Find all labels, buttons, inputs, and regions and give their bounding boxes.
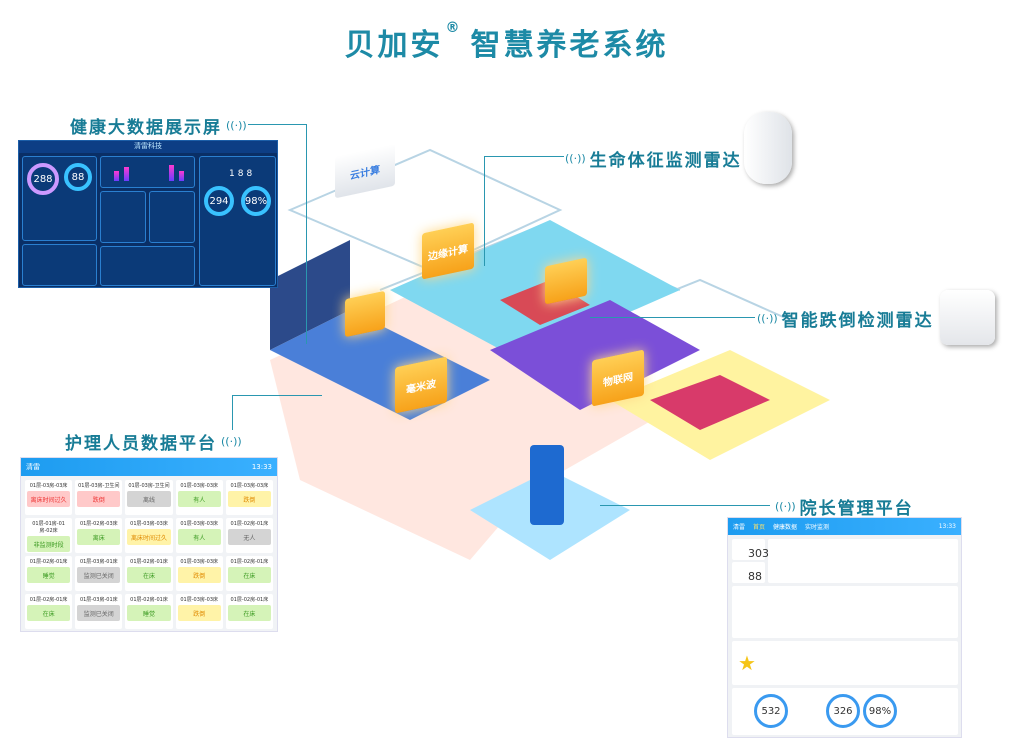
label-nurse-platform: 护理人员数据平台((·)) [65, 434, 242, 454]
clock: 13:33 [251, 463, 272, 471]
bed-status: 在床 [227, 567, 271, 583]
bed-location: 01层-02房-01床 [29, 597, 68, 603]
bed-location: 01层-01房-01房-02床 [32, 521, 65, 534]
stat-ring: 88 [64, 163, 92, 191]
bed-card[interactable]: 01层-03房-03床有人 [175, 518, 223, 553]
label-fall-radar: ((·))智能跌倒检测雷达 [757, 311, 934, 331]
dashboard-title: 清雷科技 [19, 141, 277, 153]
bed-card[interactable]: 01层-03房-卫生间离线 [125, 480, 173, 515]
bed-status: 跌倒 [177, 605, 221, 621]
bed-card[interactable]: 01层-02房-01床睡觉 [125, 594, 173, 629]
bed-status: 监测已关闭 [77, 605, 121, 621]
signal-icon: ((·)) [757, 312, 778, 325]
bed-status: 跌倒 [177, 567, 221, 583]
signal-icon: ((·)) [565, 152, 586, 165]
bed-location: 01层-03房-03床 [29, 483, 68, 489]
bed-status: 在床 [227, 605, 271, 621]
bed-location: 01层-03房-03床 [180, 483, 219, 489]
bed-card[interactable]: 01层-03房-03床有人 [175, 480, 223, 515]
signal-icon: ((·)) [775, 500, 796, 513]
bar-charts [768, 539, 958, 583]
bed-card[interactable]: 01层-02房-01床睡觉 [25, 556, 73, 591]
bed-status: 非监测时段 [27, 536, 71, 552]
bed-location: 01层-03房-03床 [130, 521, 168, 527]
bed-status: 无人 [227, 529, 271, 545]
stat-ring: 98% [863, 694, 897, 728]
stat-value: 88 [748, 570, 762, 583]
bed-status: 监测已关闭 [77, 567, 121, 583]
bed-card[interactable]: 01层-01房-01房-02床非监测时段 [25, 518, 73, 553]
counter: 188 [229, 169, 256, 179]
bed-location: 01层-02房-01床 [130, 559, 168, 565]
bed-status: 离床时间过久 [27, 491, 71, 507]
director-management-platform: 清雷 首页 健康数据 实时监测 13:33 303 88 ★ 532 326 9… [727, 517, 962, 738]
signal-icon: ((·)) [226, 119, 247, 132]
bed-status: 离床 [77, 529, 121, 545]
health-data-dashboard: 清雷科技 288 88 188 294 98% [18, 140, 278, 288]
bed-location: 01层-03房-03床 [180, 559, 219, 565]
bed-location: 01层-02房-01床 [130, 597, 168, 603]
bed-location: 01层-03房-卫生间 [128, 483, 170, 489]
bed-location: 01层-03房-03床 [180, 597, 219, 603]
page-title: 贝加安®智慧养老系统 [344, 20, 669, 63]
bed-status: 有人 [177, 491, 221, 507]
bed-card[interactable]: 01层-02房-01床在床 [25, 594, 73, 629]
bed-status: 在床 [127, 567, 171, 583]
stat-ring: 294 [204, 186, 234, 216]
bed-location: 01层-03房-03床 [230, 483, 269, 489]
bed-card[interactable]: 01层-03房-03床离床时间过久 [25, 480, 73, 515]
bed-location: 01层-03房-03床 [180, 521, 219, 527]
logo: 清雷 [26, 463, 40, 471]
bed-card[interactable]: 01层-02房-01床在床 [225, 594, 273, 629]
bed-card[interactable]: 01层-03房-卫生间跌倒 [75, 480, 123, 515]
tab-home[interactable]: 首页 [753, 524, 766, 531]
bed-card[interactable]: 01层-03房-03床离床时间过久 [125, 518, 173, 553]
bed-status: 跌倒 [77, 491, 121, 507]
bed-status: 睡觉 [127, 605, 171, 621]
label-vital-radar: ((·))生命体征监测雷达 [565, 151, 742, 171]
bed-status: 离线 [127, 491, 171, 507]
bed-location: 01层-02房-01床 [230, 559, 269, 565]
label-dashboard: 健康大数据展示屏((·)) [70, 118, 247, 138]
bed-location: 01层-03房-01床 [79, 597, 118, 603]
bed-status: 跌倒 [227, 491, 271, 507]
bed-card[interactable]: 01层-02房-03床离床 [75, 518, 123, 553]
bed-location: 01层-02房-01床 [230, 597, 269, 603]
bed-card[interactable]: 01层-03房-01床监测已关闭 [75, 556, 123, 591]
bed-status: 在床 [27, 605, 71, 621]
stat-value: 303 [748, 547, 769, 560]
fall-detection-radar-device [940, 290, 995, 345]
bed-card[interactable]: 01层-03房-01床监测已关闭 [75, 594, 123, 629]
stat-ring: 532 [754, 694, 788, 728]
signal-icon: ((·)) [221, 435, 242, 448]
tab-realtime[interactable]: 实时监测 [805, 524, 830, 531]
ranking-tables [732, 586, 958, 638]
bed-card[interactable]: 01层-03房-03床跌倒 [175, 556, 223, 591]
tab-health-data[interactable]: 健康数据 [773, 524, 798, 531]
bed-location: 01层-03房-01床 [79, 559, 118, 565]
resident-cards: ★ [732, 641, 958, 685]
bed-card[interactable]: 01层-03房-03床跌倒 [175, 594, 223, 629]
stat-ring: 326 [826, 694, 860, 728]
bed-location: 01层-02房-01床 [230, 521, 269, 527]
stat-ring: 98% [241, 186, 271, 216]
bed-card[interactable]: 01层-02房-01床在床 [225, 556, 273, 591]
bed-card[interactable]: 01层-03房-03床跌倒 [225, 480, 273, 515]
bed-location: 01层-03房-卫生间 [78, 483, 120, 489]
label-director-platform: ((·))院长管理平台 [775, 499, 914, 519]
vital-sign-radar-device [744, 112, 792, 184]
clock: 13:33 [938, 523, 956, 530]
bed-status: 睡觉 [27, 567, 71, 583]
bed-status: 有人 [177, 529, 221, 545]
stat-ring: 288 [27, 163, 59, 195]
bed-location: 01层-02房-01床 [29, 559, 68, 565]
bed-card[interactable]: 01层-02房-01床无人 [225, 518, 273, 553]
logo: 清雷 [733, 524, 746, 531]
bed-status: 离床时间过久 [127, 529, 171, 545]
bed-card[interactable]: 01层-02房-01床在床 [125, 556, 173, 591]
bed-location: 01层-02房-03床 [79, 521, 118, 527]
